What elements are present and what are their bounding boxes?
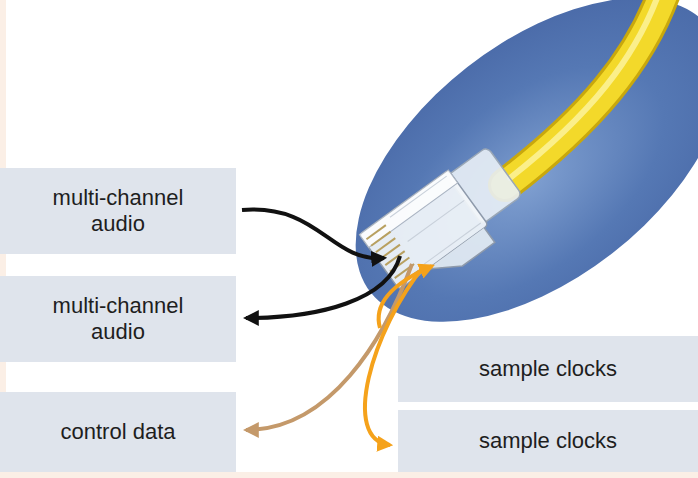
box-label: control data xyxy=(33,419,203,445)
blue-ellipse xyxy=(298,0,698,385)
box-label: multi-channel audio xyxy=(33,185,203,238)
signal-arrow xyxy=(246,264,412,430)
box-label: sample clocks xyxy=(418,356,678,382)
cable-highlight xyxy=(510,0,660,178)
label-box: sample clocks xyxy=(398,336,698,402)
page-edge xyxy=(0,472,698,478)
label-box: control data xyxy=(0,392,236,472)
box-label: multi-channel audio xyxy=(33,293,203,346)
signal-arrow xyxy=(379,266,432,328)
box-label: sample clocks xyxy=(418,428,678,454)
label-box: sample clocks xyxy=(398,410,698,472)
signal-arrow xyxy=(246,256,400,318)
label-box: multi-channel audio xyxy=(0,168,236,254)
cable xyxy=(505,0,665,185)
signal-arrow xyxy=(242,210,384,259)
cable xyxy=(505,0,665,185)
label-box: multi-channel audio xyxy=(0,276,236,362)
